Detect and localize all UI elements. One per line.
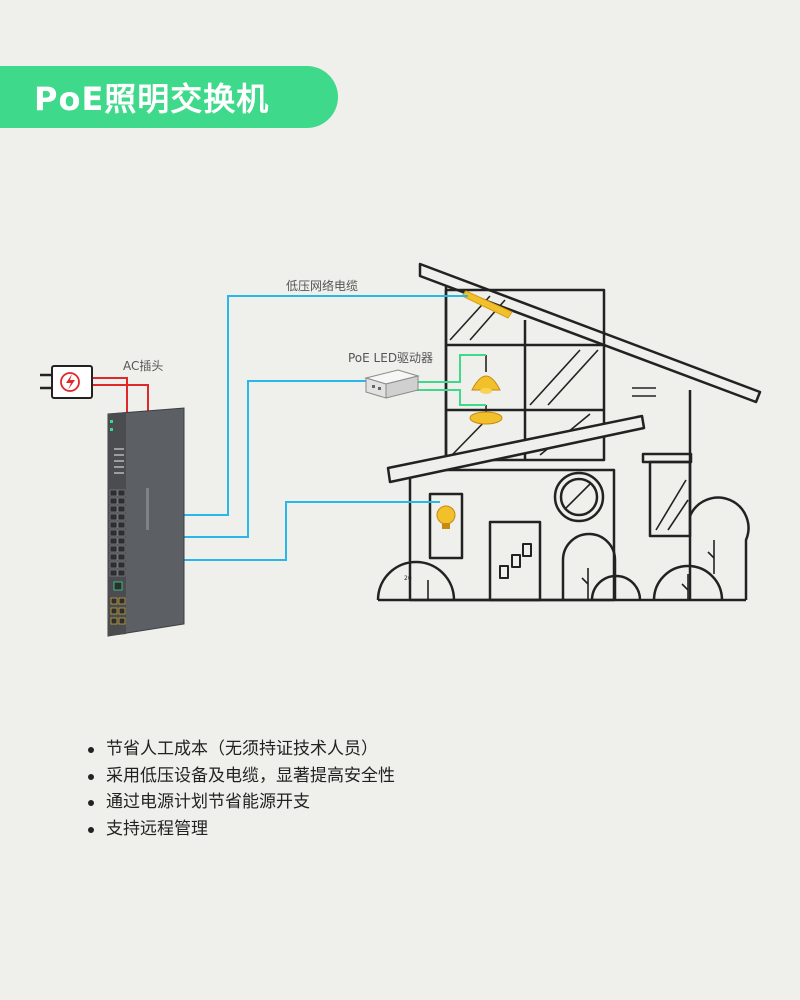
title-banner: PoE照明交换机 — [0, 66, 338, 128]
ac-plug-label: AC插头 — [123, 359, 163, 373]
ac-plug — [40, 365, 93, 399]
lightning-plug-icon — [60, 372, 80, 392]
driver-output-cables — [404, 354, 486, 406]
feature-item: 支持远程管理 — [86, 816, 395, 843]
led-driver-label: PoE LED驱动器 — [348, 351, 433, 365]
house — [376, 262, 762, 602]
feature-item: 采用低压设备及电缆，显著提高安全性 — [86, 763, 395, 790]
feature-item: 通过电源计划节省能源开支 — [86, 789, 395, 816]
ceiling-lamp-icon — [469, 405, 503, 425]
ceiling-light-strip — [461, 290, 513, 319]
cable-label: 低压网络电缆 — [286, 278, 358, 293]
page-title: PoE照明交换机 — [34, 80, 270, 118]
house-number: 20 — [404, 575, 412, 582]
feature-item: 节省人工成本（无须持证技术人员） — [86, 736, 395, 763]
poe-switch — [107, 407, 185, 637]
ac-power-cable — [92, 377, 149, 414]
feature-list: 节省人工成本（无须持证技术人员） 采用低压设备及电缆，显著提高安全性 通过电源计… — [86, 736, 395, 842]
pendant-lamp-icon — [471, 355, 501, 394]
bulb-icon — [436, 505, 456, 529]
poe-led-driver — [364, 369, 420, 399]
cable-to-bulb — [130, 501, 440, 561]
cable-to-led-driver — [130, 380, 368, 538]
